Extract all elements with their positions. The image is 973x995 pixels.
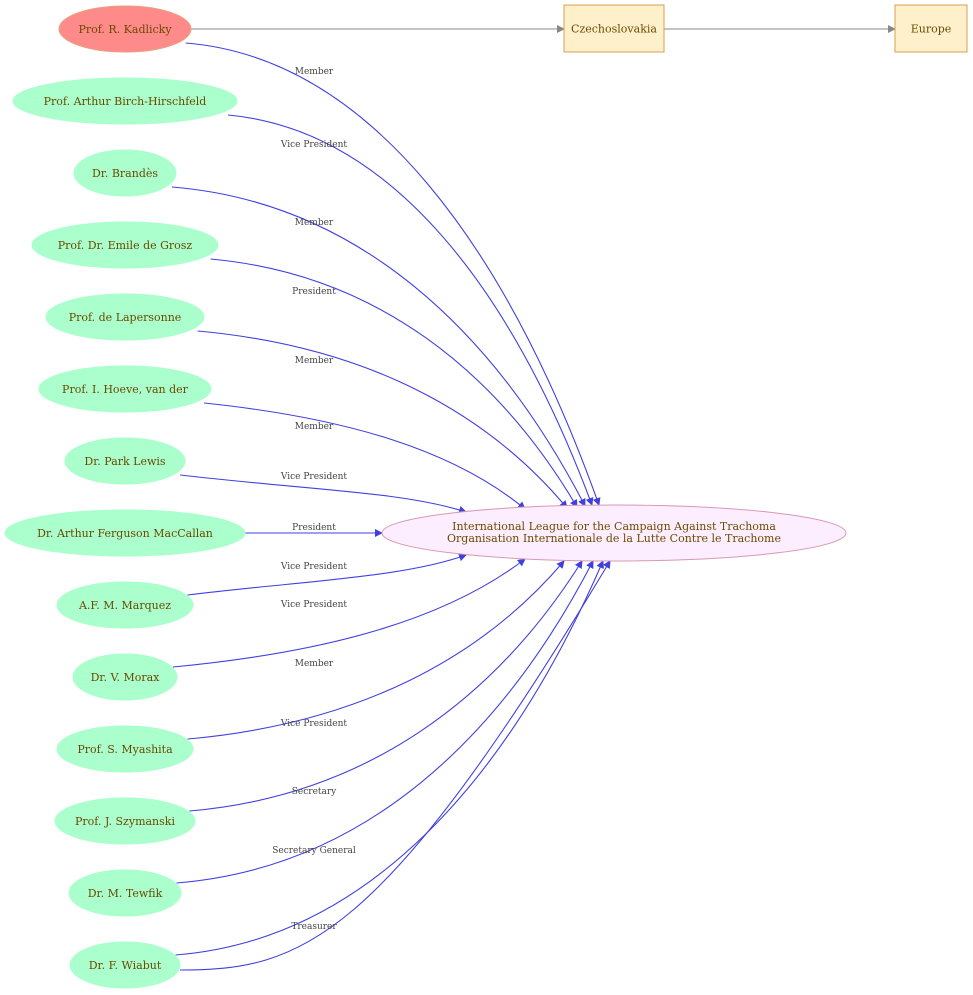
person-node-brandes: Dr. Brandès xyxy=(73,149,177,197)
place-label-czechoslovakia: Czechoslovakia xyxy=(571,23,657,36)
person-label-morax: Dr. V. Morax xyxy=(91,671,161,684)
edge-label-de-lapersonne: Member xyxy=(295,356,334,366)
person-node-park-lewis: Dr. Park Lewis xyxy=(64,437,186,485)
person-ellipse-brandes xyxy=(73,149,177,197)
edge-label-birch-hirschfeld: Vice President xyxy=(280,140,348,150)
person-ellipse-tewfik xyxy=(68,869,182,917)
place-node-europe: Europe xyxy=(894,4,968,53)
person-ellipse-hoeve xyxy=(38,365,212,413)
person-ellipse-morax xyxy=(72,653,178,701)
person-label-brandes: Dr. Brandès xyxy=(92,167,158,180)
person-node-szymanski: Prof. J. Szymanski xyxy=(54,797,196,845)
edge-birch-hirschfeld-to-league xyxy=(227,114,594,506)
person-ellipse-wiabut xyxy=(69,941,181,989)
person-node-tewfik: Dr. M. Tewfik xyxy=(68,869,182,917)
edge-wiabut-to-league xyxy=(175,560,604,956)
edge-label-tewfik: Secretary xyxy=(292,787,337,797)
edge-label-morax: Vice President xyxy=(280,600,348,610)
person-node-birch-hirschfeld: Prof. Arthur Birch-Hirschfeld xyxy=(12,77,238,125)
person-node-hoeve: Prof. I. Hoeve, van der xyxy=(38,365,212,413)
organization-name-en: International League for the Campaign Ag… xyxy=(452,520,776,533)
edge-kadlicky-to-league xyxy=(185,42,601,506)
person-label-de-grosz: Prof. Dr. Emile de Grosz xyxy=(58,239,193,252)
person-ellipse-park-lewis xyxy=(64,437,186,485)
organization-name-fr: Organisation Internationale de la Lutte … xyxy=(447,532,781,545)
place-label-europe: Europe xyxy=(911,23,952,36)
person-label-park-lewis: Dr. Park Lewis xyxy=(84,455,165,468)
edge-brandes-to-league xyxy=(171,186,586,507)
person-label-de-lapersonne: Prof. de Lapersonne xyxy=(69,311,182,324)
person-ellipse-birch-hirschfeld xyxy=(12,77,238,125)
person-ellipse-de-lapersonne xyxy=(45,293,205,341)
edge-hoeve-to-league xyxy=(204,402,526,510)
person-label-maccallan: Dr. Arthur Ferguson MacCallan xyxy=(37,527,213,540)
person-node-maccallan: Dr. Arthur Ferguson MacCallan xyxy=(4,509,246,557)
edge-tewfik-to-league xyxy=(176,560,594,884)
person-node-kadlicky: Prof. R. Kadlicky xyxy=(58,5,192,53)
edge-label-myashita: Member xyxy=(295,659,334,669)
edge-label-hoeve: Member xyxy=(295,422,334,432)
person-label-marquez: A.F. M. Marquez xyxy=(78,599,171,612)
person-node-wiabut: Dr. F. Wiabut xyxy=(69,941,181,989)
edge-de-grosz-to-league xyxy=(210,258,578,508)
person-node-de-lapersonne: Prof. de Lapersonne xyxy=(45,293,205,341)
edge-label-treasurer: Treasurer xyxy=(291,922,337,932)
edge-label-szymanski: Vice President xyxy=(280,719,348,729)
edge-label-kadlicky: Member xyxy=(295,67,334,77)
edge-label-brandes: Member xyxy=(295,218,334,228)
edge-label-de-grosz: President xyxy=(292,287,336,297)
edges-layer xyxy=(171,25,896,971)
place-node-czechoslovakia: Czechoslovakia xyxy=(563,4,665,53)
person-label-szymanski: Prof. J. Szymanski xyxy=(75,815,175,828)
edge-myashita-to-league xyxy=(187,560,565,740)
person-ellipse-maccallan xyxy=(4,509,246,557)
organization-ellipse xyxy=(381,504,847,562)
edge-marquez-to-league xyxy=(187,553,467,596)
edge-szymanski-to-league xyxy=(189,560,583,812)
person-label-wiabut: Dr. F. Wiabut xyxy=(89,959,162,972)
edge-label-park-lewis: Vice President xyxy=(280,472,348,482)
person-node-marquez: A.F. M. Marquez xyxy=(56,581,194,629)
edge-label-marquez: Vice President xyxy=(280,562,348,572)
edge-label-maccallan: President xyxy=(292,523,336,533)
person-label-birch-hirschfeld: Prof. Arthur Birch-Hirschfeld xyxy=(44,95,207,108)
edge-morax-to-league xyxy=(172,558,526,668)
person-ellipse-de-grosz xyxy=(31,221,219,269)
edge-park-lewis-to-league xyxy=(180,474,467,514)
person-label-kadlicky: Prof. R. Kadlicky xyxy=(78,23,172,36)
person-node-de-grosz: Prof. Dr. Emile de Grosz xyxy=(31,221,219,269)
place-box-czechoslovakia xyxy=(563,4,665,53)
place-box-europe xyxy=(894,4,968,53)
edge-treasurer-to-league xyxy=(179,560,611,971)
person-node-myashita: Prof. S. Myashita xyxy=(56,725,194,773)
person-label-hoeve: Prof. I. Hoeve, van der xyxy=(62,383,189,396)
person-label-tewfik: Dr. M. Tewfik xyxy=(88,887,163,900)
person-ellipse-szymanski xyxy=(54,797,196,845)
person-ellipse-kadlicky xyxy=(58,5,192,53)
person-ellipse-marquez xyxy=(56,581,194,629)
nodes-layer: Czechoslovakia Europe Prof. R. KadlickyPro… xyxy=(4,4,968,989)
person-node-morax: Dr. V. Morax xyxy=(72,653,178,701)
edge-label-wiabut: Secretary General xyxy=(272,846,356,856)
person-label-myashita: Prof. S. Myashita xyxy=(77,743,173,756)
edge-de-lapersonne-to-league xyxy=(197,330,568,509)
organization-node: International League for the Campaign Ag… xyxy=(381,504,847,562)
person-ellipse-myashita xyxy=(56,725,194,773)
